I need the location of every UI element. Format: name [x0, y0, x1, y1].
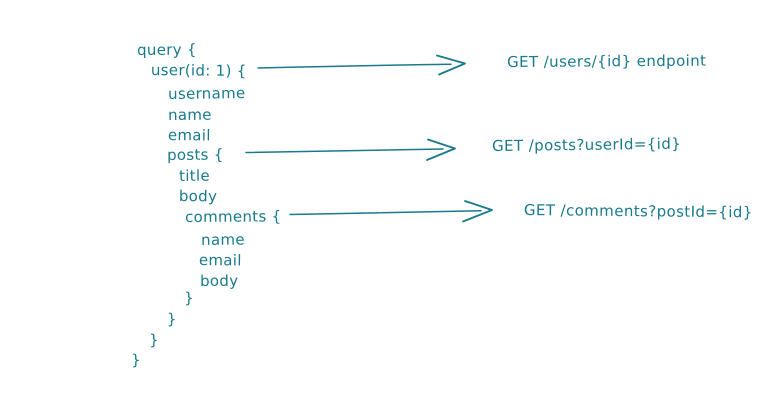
code-line-close-user: } — [148, 330, 159, 349]
code-line-username: username — [167, 84, 246, 103]
code-line-comment-name: name — [200, 230, 245, 249]
code-line-comments-open: comments { — [184, 207, 282, 226]
code-line-close-query: } — [130, 350, 142, 369]
arrow-user-to-users-endpoint — [257, 54, 466, 76]
code-line-email: email — [167, 126, 211, 145]
code-line-name: name — [167, 105, 212, 124]
arrow-comments-to-comments-endpoint — [289, 200, 493, 223]
endpoint-label-users: GET /users/{id} endpoint — [506, 51, 707, 71]
arrow-posts-to-posts-endpoint — [245, 138, 456, 161]
code-line-comment-email: email — [198, 251, 242, 270]
code-line-close-comments: } — [183, 288, 195, 307]
code-line-close-posts: } — [166, 310, 177, 329]
code-line-body: body — [178, 187, 218, 206]
code-line-query-open: query { — [136, 40, 197, 59]
endpoint-label-comments: GET /comments?postId={id} — [523, 201, 753, 222]
endpoint-label-posts: GET /posts?userId={id} — [491, 134, 682, 155]
code-line-comment-body: body — [199, 271, 239, 290]
code-line-posts-open: posts { — [166, 145, 224, 164]
code-line-title: title — [178, 166, 211, 185]
code-line-user-open: user(id: 1) { — [150, 61, 247, 81]
